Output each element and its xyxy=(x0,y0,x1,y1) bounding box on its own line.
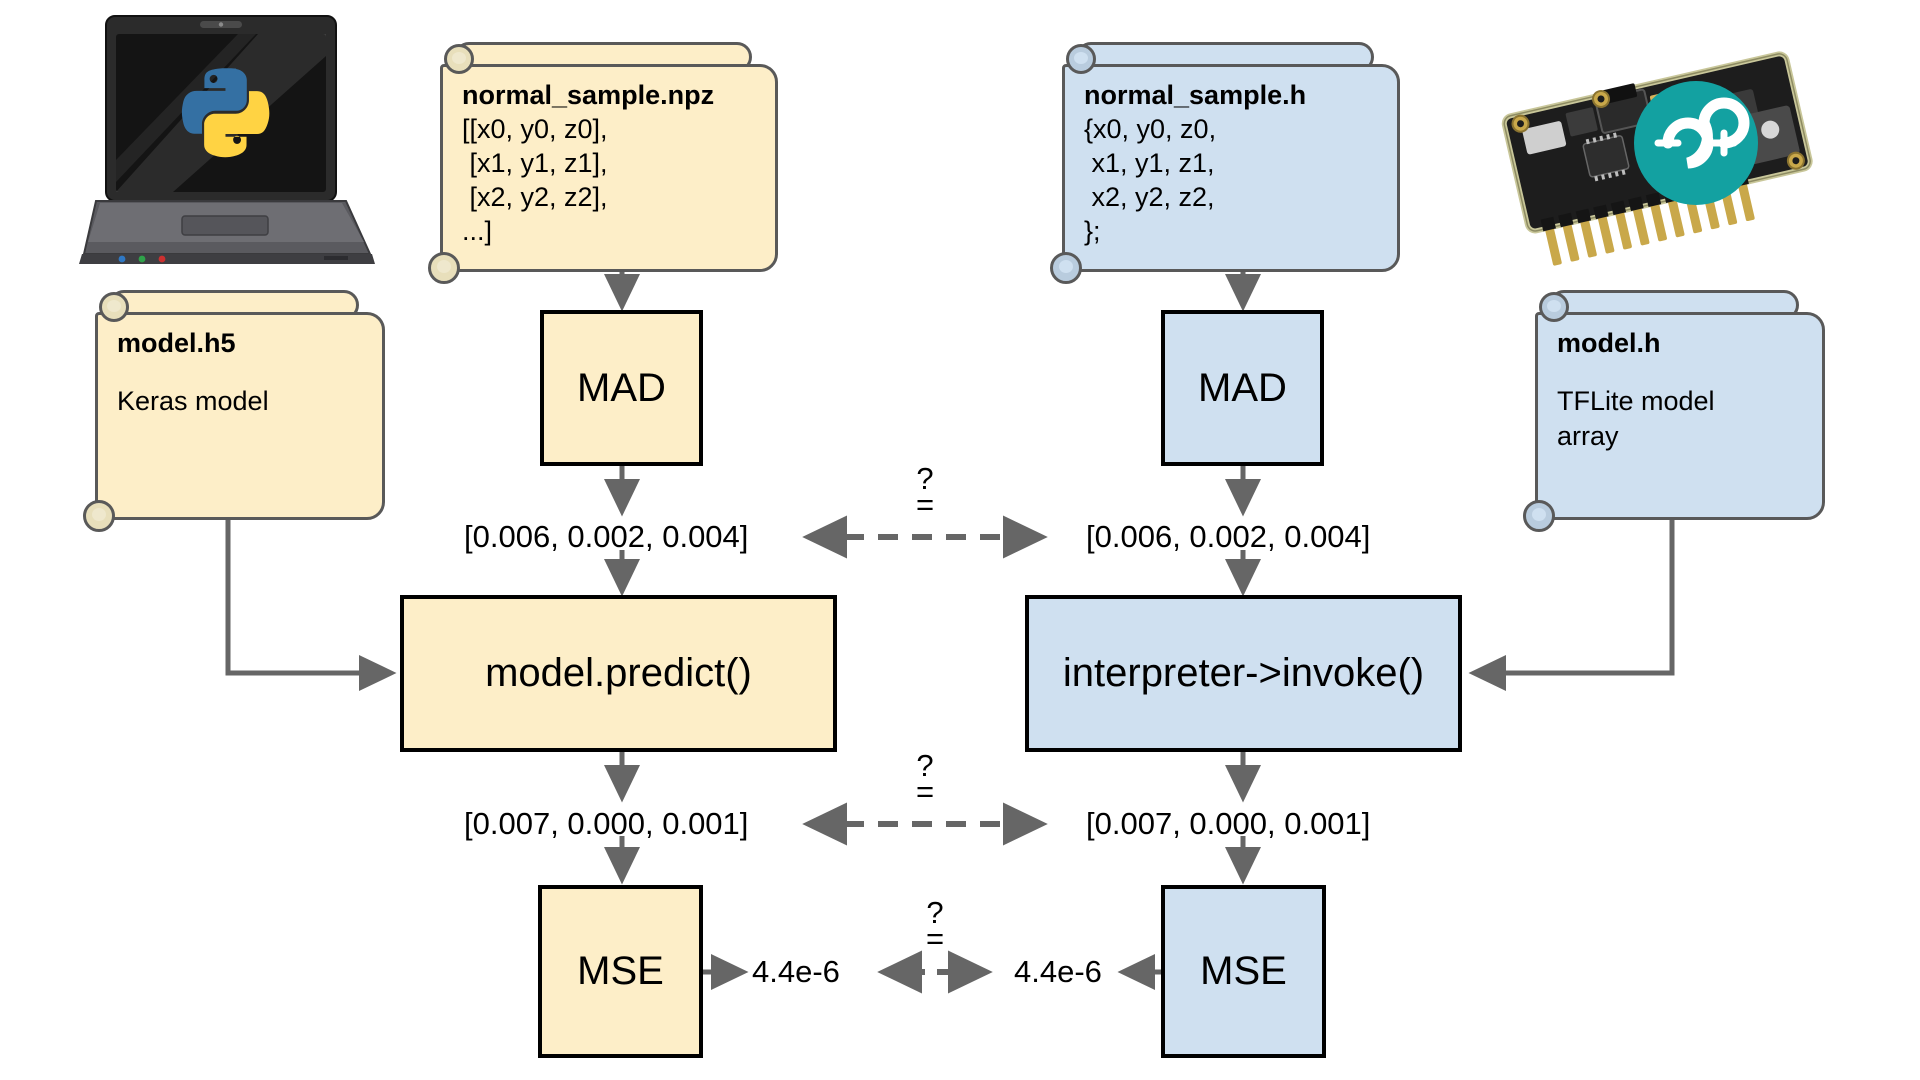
note-normal-sample-h: normal_sample.h {x0, y0, z0, x1, y1, z1,… xyxy=(1050,42,1400,284)
note-normal-sample-npz: normal_sample.npz [[x0, y0, z0], [x1, y1… xyxy=(428,42,778,284)
note-body xyxy=(440,64,778,272)
value-mad-output-python: [0.006, 0.002, 0.004] xyxy=(464,519,749,554)
process-box-label: MAD xyxy=(1198,365,1287,410)
note-body xyxy=(1062,64,1400,272)
mad-output-comparison: ? = xyxy=(895,461,955,522)
mse-comparison: ? = xyxy=(905,895,965,956)
process-box-mse-arduino: MSE xyxy=(1161,885,1326,1058)
value-mse-python: 4.4e-6 xyxy=(752,954,840,989)
value-mad-output-arduino: [0.006, 0.002, 0.004] xyxy=(1086,519,1371,554)
equals-mark: = xyxy=(925,921,945,956)
note-subtitle: Keras model xyxy=(117,386,269,416)
note-curl-bottom xyxy=(1523,500,1555,532)
note-curl-bottom xyxy=(428,252,460,284)
note-lines: {x0, y0, z0, x1, y1, z1, x2, y2, z2, }; xyxy=(1084,114,1217,246)
process-box-label: MAD xyxy=(577,365,666,410)
note-title: normal_sample.h xyxy=(1084,80,1307,110)
note-lines: [[x0, y0, z0], [x1, y1, z1], [x2, y2, z2… xyxy=(462,114,608,246)
note-curl-bottom xyxy=(83,500,115,532)
note-title: model.h xyxy=(1557,328,1661,358)
process-box-label: model.predict() xyxy=(485,651,752,695)
process-box-interpreter-invoke: interpreter->invoke() xyxy=(1025,595,1462,752)
note-curl-top xyxy=(1539,292,1569,322)
process-box-label: interpreter->invoke() xyxy=(1062,651,1425,695)
process-box-mad-arduino: MAD xyxy=(1161,310,1324,466)
note-subtitle: TFLite model array xyxy=(1557,386,1715,451)
note-model-h: model.h TFLite model array xyxy=(1523,290,1825,532)
question-mark: ? xyxy=(916,461,934,496)
value-mse-arduino: 4.4e-6 xyxy=(1014,954,1102,989)
model-output-comparison: ? = xyxy=(895,748,955,809)
process-box-mse-python: MSE xyxy=(538,885,703,1058)
note-body xyxy=(95,312,385,520)
python-laptop-icon xyxy=(78,10,378,270)
equals-mark: = xyxy=(915,487,935,522)
process-box-model-predict: model.predict() xyxy=(400,595,837,752)
note-curl-bottom xyxy=(1050,252,1082,284)
note-body xyxy=(1535,312,1825,520)
note-curl-top xyxy=(444,44,474,74)
question-mark: ? xyxy=(916,748,934,783)
note-curl-top xyxy=(1066,44,1096,74)
arduino-board-icon xyxy=(1490,15,1830,285)
process-box-mad-python: MAD xyxy=(540,310,703,466)
note-model-h5: model.h5 Keras model xyxy=(83,290,385,532)
value-model-output-python: [0.007, 0.000, 0.001] xyxy=(464,806,749,841)
note-curl-top xyxy=(99,292,129,322)
note-title: model.h5 xyxy=(117,328,236,358)
equals-mark: = xyxy=(915,774,935,809)
note-title: normal_sample.npz xyxy=(462,80,715,110)
process-box-label: MSE xyxy=(577,949,664,993)
process-box-label: MSE xyxy=(1200,949,1287,993)
question-mark: ? xyxy=(926,895,944,930)
value-model-output-arduino: [0.007, 0.000, 0.001] xyxy=(1086,806,1371,841)
